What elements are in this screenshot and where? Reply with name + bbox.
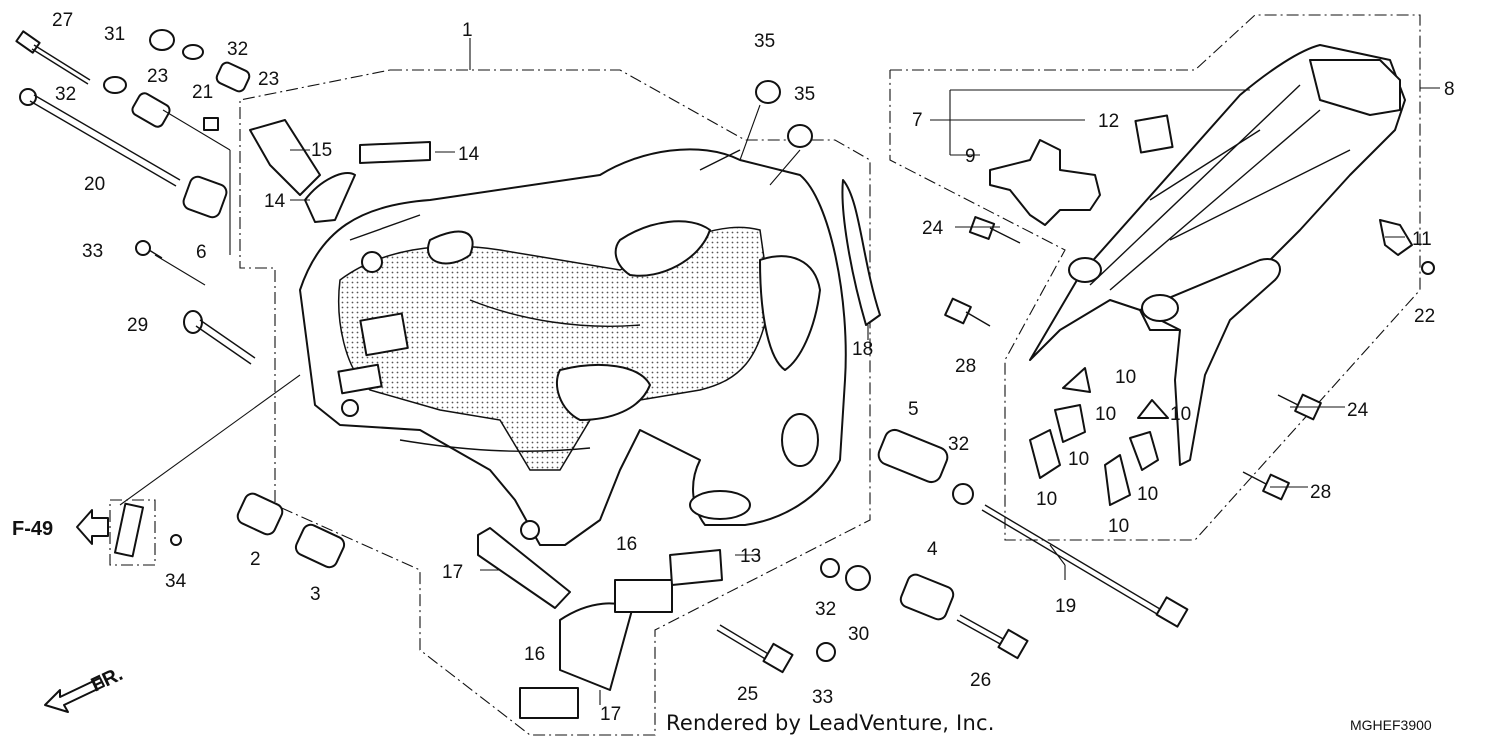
callout-27: 27 [52,10,73,31]
callout-14b: 14 [264,191,286,212]
callout-23b: 23 [258,69,279,90]
callout-30: 30 [848,624,869,645]
callout-6: 6 [196,242,207,263]
callout-14a: 14 [458,144,480,165]
callout-17b: 17 [600,704,621,725]
callout-12: 12 [1098,111,1119,132]
callout-32b: 32 [55,84,76,105]
main-frame [299,148,847,546]
callout-10g: 10 [1108,516,1129,537]
sub-frame [1029,44,1406,466]
callout-10a: 10 [1115,367,1136,388]
callout-33b: 33 [812,687,833,708]
hardware-parts [15,29,1435,719]
callout-1: 1 [462,20,473,41]
callout-5: 5 [908,399,919,420]
callout-10b: 10 [1095,404,1116,425]
bracket-9 [989,139,1101,226]
callout-8: 8 [1444,79,1455,100]
callout-35b: 35 [794,84,815,105]
page-reference-label: F-49 [12,518,53,540]
callout-19: 19 [1055,596,1076,617]
callout-33a: 33 [82,241,103,262]
callout-18: 18 [852,339,873,360]
callout-25: 25 [737,684,758,705]
callout-10c: 10 [1170,404,1191,425]
rendered-by-credit: Rendered by LeadVenture, Inc. [666,711,995,735]
callout-35a: 35 [754,31,775,52]
callout-28b: 28 [1310,482,1331,503]
callout-16b: 16 [524,644,545,665]
callout-16a: 16 [616,534,637,555]
callout-26: 26 [970,670,991,691]
leader-lines [119,38,1440,705]
callout-32d: 32 [815,599,836,620]
callout-32a: 32 [227,39,248,60]
callout-labels: 1 2 3 4 5 6 7 8 9 10 10 10 10 10 10 10 1… [52,10,1455,725]
page-reference: F-49 [12,509,109,545]
callout-23a: 23 [147,66,168,87]
callout-31: 31 [104,24,125,45]
callout-10e: 10 [1036,489,1057,510]
diagram-code: MGHEF3900 [1350,717,1432,733]
callout-20: 20 [84,174,105,195]
callout-24b: 24 [1347,400,1369,421]
callout-10f: 10 [1137,484,1158,505]
callout-11: 11 [1412,229,1432,250]
front-direction-indicator: FR. [44,663,126,713]
callout-22: 22 [1414,306,1435,327]
callout-9: 9 [965,146,976,167]
callout-10d: 10 [1068,449,1089,470]
callout-24a: 24 [922,218,944,239]
callout-4: 4 [927,539,938,560]
callout-32c: 32 [948,434,969,455]
callout-7: 7 [912,110,923,131]
callout-15: 15 [311,140,332,161]
callout-29: 29 [127,315,148,336]
callout-17a: 17 [442,562,463,583]
callout-34: 34 [165,571,187,592]
callout-28a: 28 [955,356,976,377]
callout-3: 3 [310,584,321,605]
callout-21: 21 [192,82,213,103]
callout-13: 13 [740,546,761,567]
callout-2: 2 [250,549,261,570]
